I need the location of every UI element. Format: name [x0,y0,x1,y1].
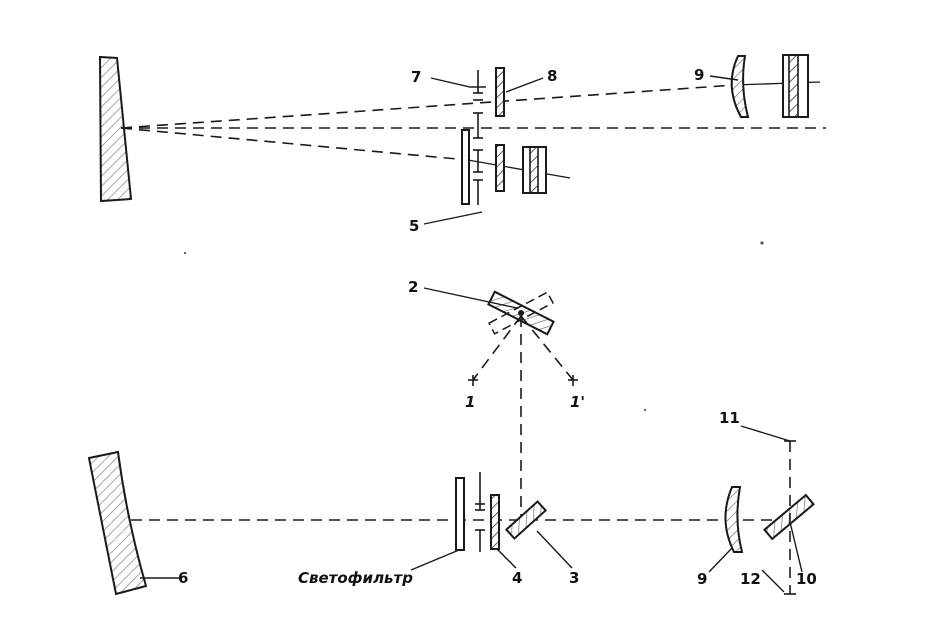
leader-8 [505,77,544,93]
top-ray-lower-end [467,159,571,179]
top-concave-mirror [98,55,133,203]
label-3: 3 [569,569,579,587]
label-12: 12 [740,570,761,588]
label-5: 5 [409,217,419,235]
leader-filter [410,549,460,571]
top-block-lower [522,146,547,194]
top-block-right [782,54,809,118]
leader-12 [761,569,785,593]
top-plate-8 [495,67,505,117]
leader-9-bottom [708,547,733,573]
diagonal-mirror-10 [763,493,815,541]
label-1prime: 1' [570,393,585,411]
label-8: 8 [547,67,557,85]
leader-4 [496,548,517,569]
bottom-lens-9 [724,486,744,553]
leader-10 [789,521,803,573]
label-6: 6 [178,569,188,587]
bottom-scheme: 2 1 1' 6 [87,278,817,596]
label-10: 10 [796,570,817,588]
label-1: 1 [465,393,475,411]
top-lens-9 [730,55,750,118]
leader-11 [740,425,791,442]
top-ray-lower [120,127,469,161]
label-2: 2 [408,278,418,296]
top-plate-lower [495,144,505,192]
label-filter: Светофильтр [298,569,413,587]
point-1-marker [468,375,478,386]
label-9-bottom: 9 [697,570,707,588]
leader-3 [536,530,573,569]
rotating-mirror-2 [487,290,555,336]
diagonal-mirror-3 [504,500,548,540]
scan-speck [183,251,187,255]
leader-9-top [709,75,739,81]
filter-plate [455,477,465,551]
label-11: 11 [719,409,740,427]
leader-2 [423,287,518,309]
label-9-top: 9 [694,66,704,84]
leader-5 [423,211,483,225]
top-slit-stack [473,70,483,205]
scan-speck [643,408,647,412]
scan-speck [760,241,764,245]
ray-to-1prime [520,315,574,381]
top-ray-upper [120,84,736,129]
bottom-concave-mirror-6 [87,450,148,596]
point-1prime-marker [568,375,578,386]
top-scheme: 7 8 9 5 [98,54,826,235]
label-7: 7 [411,68,421,86]
leader-7 [430,77,486,88]
bottom-plate-4 [490,494,500,550]
bottom-slit [475,472,485,552]
top-filter-plate [461,129,470,205]
ray-to-1 [472,315,522,381]
label-4: 4 [512,569,522,587]
